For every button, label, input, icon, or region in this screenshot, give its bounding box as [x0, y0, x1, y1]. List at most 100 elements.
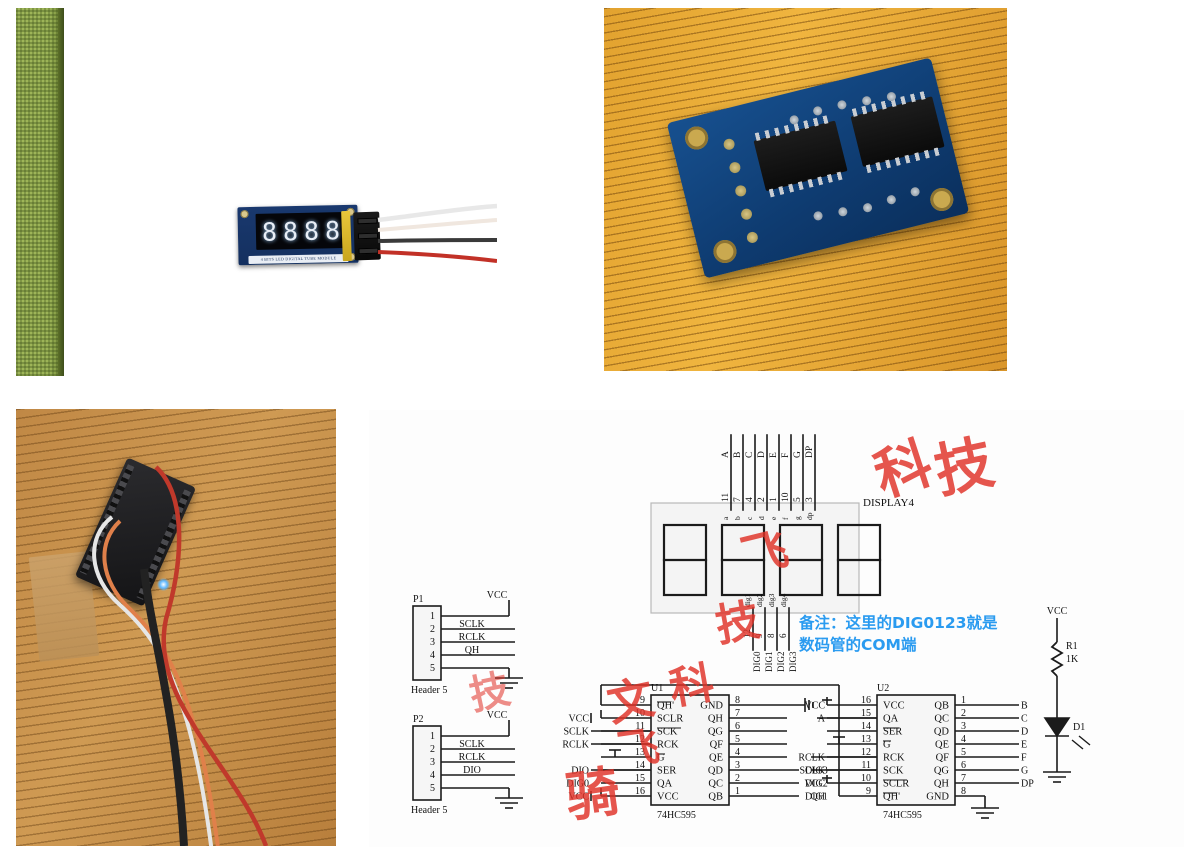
- ic-pin-number: 11: [635, 721, 645, 732]
- display-pin-number: 10: [781, 492, 791, 502]
- ic-pin-name: G: [657, 753, 665, 764]
- u1-ref: U1: [651, 683, 663, 694]
- ic-net-label: F: [1021, 753, 1027, 764]
- ic-net-label: C: [1021, 714, 1028, 725]
- p2-vcc: VCC: [487, 710, 508, 721]
- ic-net-label: DIG1: [805, 792, 828, 803]
- ic-net-label: RCLK: [562, 740, 589, 751]
- ic-pin-number: 7: [735, 708, 740, 719]
- svg-text:SCLK: SCLK: [459, 619, 485, 630]
- r1-value: 1K: [1066, 654, 1079, 665]
- ic-net-label: DIO: [571, 766, 589, 777]
- ic-pin-name: SCK: [883, 766, 904, 777]
- note-line-2: 数码管的COM端: [799, 636, 917, 655]
- display-dig-net: DIG2: [776, 652, 786, 673]
- ic-pin-name: QF: [710, 740, 724, 751]
- blue-led-indicator: [157, 578, 170, 591]
- ic-pin-name: SER: [883, 727, 902, 738]
- ic-pin-name: VCC: [657, 792, 679, 803]
- ic-net-label: VCC: [568, 714, 589, 725]
- pcb-board: [666, 57, 970, 279]
- ic-pin-number: 3: [735, 760, 740, 771]
- p1-vcc: VCC: [487, 590, 508, 601]
- ic-net-label: SCLK: [799, 766, 825, 777]
- u2-ref: U2: [877, 683, 889, 694]
- shift-register-ic-1: [753, 120, 848, 192]
- display-dig-pin: 8: [766, 633, 776, 638]
- display-segment-label: f: [781, 517, 790, 520]
- display-ref-label: DISPLAY4: [863, 497, 914, 509]
- display-dig-label: dig3: [767, 593, 776, 607]
- ic-pin-name: G: [883, 740, 891, 751]
- ic-pin-name: VCC: [883, 701, 905, 712]
- shift-register-ic-2: [850, 96, 945, 168]
- display-pin-number: 7: [733, 497, 743, 502]
- display-signal-label: DP: [805, 446, 815, 458]
- ic-pin-name: QB: [934, 701, 949, 712]
- ic-pin-number: 13: [861, 734, 871, 745]
- ic-pin-number: 5: [961, 747, 966, 758]
- ic-pin-number: 3: [961, 721, 966, 732]
- ic-pin-number: 1: [961, 695, 966, 706]
- ic-pin-name: SCLR: [657, 714, 683, 725]
- ic-pin-name: SCLR: [883, 779, 909, 790]
- svg-text:2: 2: [430, 744, 435, 755]
- display-signal-label: F: [781, 453, 791, 458]
- ic-pin-name: QH': [657, 701, 674, 712]
- ic-pin-number: 7: [961, 773, 966, 784]
- display-segment-label: e: [769, 516, 778, 520]
- ic-pin-number: 15: [635, 773, 645, 784]
- display-dig-pin: 9: [754, 633, 764, 638]
- ic-pin-number: 1: [735, 786, 740, 797]
- display-dig-net: DIG0: [752, 651, 762, 672]
- ic-pin-name: QD: [934, 727, 950, 738]
- display-signal-label: E: [769, 452, 779, 458]
- display-segment-label: a: [721, 516, 730, 520]
- ic-pin-name: QG: [934, 766, 950, 777]
- ic-net-label: SCLK: [563, 727, 589, 738]
- ic-pin-number: 14: [635, 760, 645, 771]
- display-signal-label: G: [793, 451, 803, 458]
- photo-esp32-wired-setup: 7 7 3 2: [16, 409, 336, 846]
- note-line-1: 备注：这里的DIG0123就是: [799, 614, 998, 632]
- svg-text:3: 3: [430, 637, 435, 648]
- ic-pin-name: QD: [708, 766, 724, 777]
- svg-text:1: 1: [430, 611, 435, 622]
- ic-net-label: DIG0: [566, 779, 589, 790]
- ic-net-label: VCC: [804, 779, 825, 790]
- display-dig-label: dig4: [779, 593, 788, 607]
- ic-net-label: QH: [811, 792, 825, 803]
- ic-pin-name: QE: [935, 740, 949, 751]
- display-dig-pin: 12: [742, 629, 752, 638]
- ic-pin-name: QC: [708, 779, 723, 790]
- display-pin-number: 5: [793, 497, 803, 502]
- ic-pin-number: 10: [635, 708, 645, 719]
- svg-text:5: 5: [430, 663, 435, 674]
- svg-text:2: 2: [430, 624, 435, 635]
- display-dig-net: DIG1: [764, 652, 774, 673]
- ic-net-label: DIG2: [805, 779, 828, 790]
- display-signal-label: A: [721, 451, 731, 458]
- ic-net-label: D: [1021, 727, 1028, 738]
- display-segment-label: c: [745, 516, 754, 520]
- ic-pin-number: 16: [635, 786, 645, 797]
- svg-text:SCLK: SCLK: [459, 739, 485, 750]
- ic-pin-number: 13: [635, 747, 645, 758]
- ic-pin-name: QB: [708, 792, 723, 803]
- ic-pin-name: RCK: [657, 740, 679, 751]
- r1-ref: R1: [1066, 641, 1078, 652]
- display-segment-label: dp: [805, 512, 814, 520]
- p2-ref: P2: [413, 714, 424, 725]
- svg-text:1: 1: [430, 731, 435, 742]
- display-dig-label: dig1: [743, 593, 752, 607]
- display-signal-label: C: [745, 452, 755, 458]
- display-segment-label: b: [733, 516, 742, 520]
- display-signal-label: B: [733, 452, 743, 458]
- ic-pin-number: 16: [861, 695, 871, 706]
- ic-net-label: RCLK: [798, 753, 825, 764]
- svg-text:4: 4: [430, 650, 435, 661]
- wires: [92, 465, 269, 846]
- ic-pin-number: 8: [735, 695, 740, 706]
- ic-pin-number: 9: [640, 695, 645, 706]
- u1-part: 74HC595: [657, 810, 696, 821]
